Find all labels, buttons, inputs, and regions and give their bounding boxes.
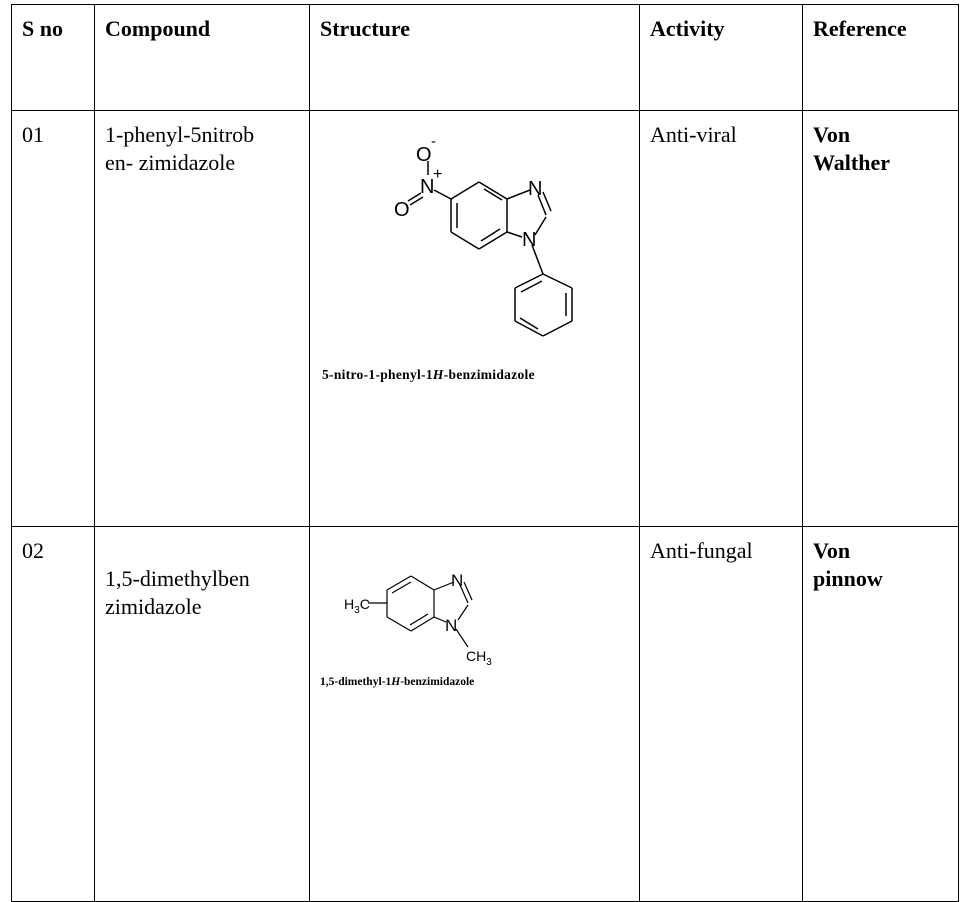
header-row: S no Compound Structure Activity Referen… xyxy=(11,4,959,111)
activity-cell: Anti-viral xyxy=(639,110,803,527)
activity-cell: Anti-fungal xyxy=(639,526,803,902)
compound-cell: 1,5-dimethylben zimidazole xyxy=(94,526,310,902)
structure-dimethyl-benzimidazole: N N H3C CH3 xyxy=(344,571,492,668)
compound-name-line2: en- zimidazole xyxy=(105,150,236,175)
reference-line2: Walther xyxy=(813,150,890,175)
atom-n1: N xyxy=(445,616,457,635)
header-sno: S no xyxy=(11,4,95,111)
atom-n-nitro: N xyxy=(420,176,434,198)
table-row: 02 1,5-dimethylben zimidazole xyxy=(11,526,959,902)
reference-line2: pinnow xyxy=(813,566,883,591)
header-structure: Structure xyxy=(309,4,640,111)
charge-minus: - xyxy=(431,133,436,150)
header-reference: Reference xyxy=(802,4,959,111)
reference-line1: Von xyxy=(813,538,851,563)
methyl-right: CH3 xyxy=(466,648,492,668)
compound-name-line1: 1,5-dimethylben xyxy=(105,566,250,591)
header-compound: Compound xyxy=(94,4,310,111)
structure-cell: O - N + O N N 5-nitro-1-phenyl-1H-benzim… xyxy=(309,110,640,527)
sno-cell: 02 xyxy=(11,526,95,902)
atom-o-left: O xyxy=(394,199,410,221)
atom-n3: N xyxy=(451,571,463,590)
structure-caption: 1,5-dimethyl-1H-benzimidazole xyxy=(320,676,475,688)
charge-plus: + xyxy=(433,166,442,183)
atom-n3: N xyxy=(528,178,542,200)
compound-name-line1: 1-phenyl-5nitrob xyxy=(105,122,255,147)
atom-n1: N xyxy=(522,229,536,251)
header-activity: Activity xyxy=(639,4,803,111)
compound-cell: 1-phenyl-5nitrob en- zimidazole xyxy=(94,110,310,527)
sno-cell: 01 xyxy=(11,110,95,527)
table-row: 01 1-phenyl-5nitrob en- zimidazole xyxy=(11,110,959,527)
reference-cell: Von Walther xyxy=(802,110,959,527)
compound-name-line2: zimidazole xyxy=(105,594,202,619)
structure-nitro-phenyl-benzimidazole: O - N + O N N xyxy=(394,133,573,337)
compound-table: S no Compound Structure Activity Referen… xyxy=(11,4,959,902)
structure-cell: N N H3C CH3 1,5-dimethyl-1H-benzimidazol… xyxy=(309,526,640,902)
structure-caption: 5-nitro-1-phenyl-1H-benzimidazole xyxy=(322,367,535,382)
reference-line1: Von xyxy=(813,122,851,147)
reference-cell: Von pinnow xyxy=(802,526,959,902)
methyl-left: H3C xyxy=(344,596,370,616)
atom-o-top: O xyxy=(416,144,432,166)
